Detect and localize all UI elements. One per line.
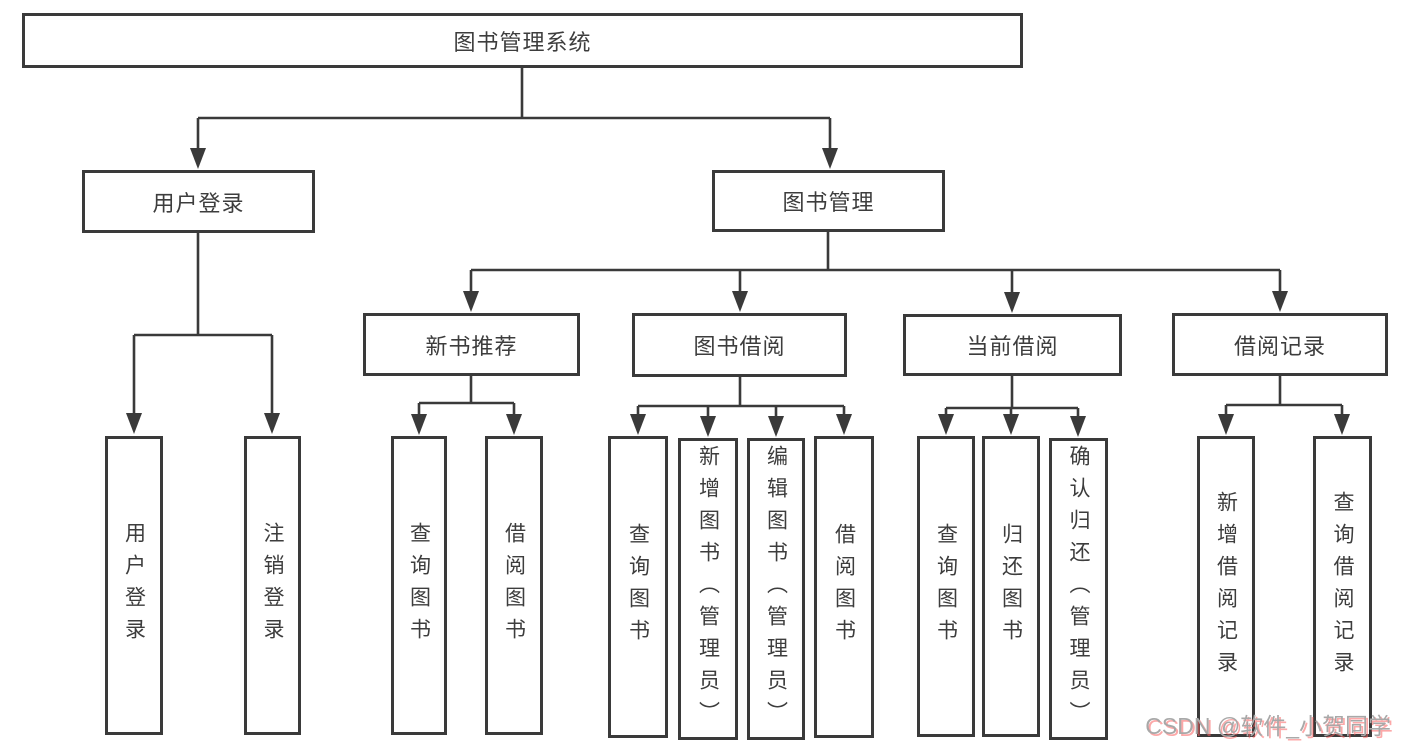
node-book-borrowing: 图书借阅	[632, 313, 847, 377]
arrowhead-icon	[836, 414, 852, 435]
leaf-borrow-edit-books-admin: 编辑图书（管理员）	[747, 438, 805, 740]
node-current-borrowing: 当前借阅	[903, 314, 1122, 376]
leaf-records-add-record: 新增借阅记录	[1197, 436, 1255, 737]
arrowhead-icon	[1003, 414, 1019, 435]
arrowhead-icon	[506, 414, 522, 435]
leaf-current-confirm-return-admin-label: 确认归还（管理员）	[1067, 445, 1090, 733]
leaf-logout-login-label: 注销登录	[261, 521, 284, 650]
node-library-management-system-label: 图书管理系统	[453, 29, 592, 55]
leaf-current-query-books: 查询图书	[917, 436, 975, 737]
leaf-current-return-books: 归还图书	[982, 436, 1040, 737]
leaf-user-login-label: 用户登录	[122, 521, 146, 650]
leaf-current-confirm-return-admin: 确认归还（管理员）	[1049, 438, 1108, 740]
leaf-borrow-borrow-books-label: 借阅图书	[832, 523, 856, 651]
arrowhead-icon	[190, 148, 206, 169]
leaf-borrow-edit-books-admin-label: 编辑图书（管理员）	[764, 445, 788, 733]
arrowhead-icon	[1272, 291, 1288, 312]
leaf-records-query-record-label: 查询借阅记录	[1331, 490, 1354, 683]
leaf-newrec-borrow-books-label: 借阅图书	[502, 521, 526, 650]
leaf-borrow-query-books-label: 查询图书	[626, 523, 650, 651]
node-library-management-system: 图书管理系统	[22, 13, 1023, 68]
arrowhead-icon	[822, 148, 838, 169]
node-user-login: 用户登录	[82, 170, 315, 233]
leaf-user-login: 用户登录	[105, 436, 163, 735]
arrowhead-icon	[630, 414, 646, 435]
node-borrowing-records-label: 借阅记录	[1233, 333, 1326, 359]
leaf-records-add-record-label: 新增借阅记录	[1214, 490, 1238, 683]
arrowhead-icon	[1218, 414, 1234, 435]
watermark: CSDN @软件_小贺同学	[1145, 713, 1391, 739]
leaf-borrow-add-books-admin-label: 新增图书（管理员）	[696, 445, 720, 733]
arrowhead-icon	[264, 413, 280, 434]
arrowhead-icon	[463, 291, 479, 312]
leaf-current-return-books-label: 归还图书	[999, 522, 1023, 651]
arrowhead-icon	[126, 413, 142, 434]
arrowhead-icon	[938, 414, 954, 435]
arrowhead-icon	[700, 416, 716, 437]
leaf-records-query-record: 查询借阅记录	[1313, 436, 1372, 737]
leaf-newrec-borrow-books: 借阅图书	[485, 436, 543, 735]
arrowhead-icon	[1004, 292, 1020, 313]
leaf-newrec-query-books-label: 查询图书	[407, 521, 431, 650]
node-book-management-label: 图书管理	[782, 190, 875, 215]
leaf-logout-login: 注销登录	[244, 436, 301, 735]
arrowhead-icon	[732, 291, 748, 312]
node-borrowing-records: 借阅记录	[1172, 313, 1388, 376]
node-current-borrowing-label: 当前借阅	[966, 334, 1059, 359]
leaf-borrow-borrow-books: 借阅图书	[814, 436, 874, 738]
arrowhead-icon	[768, 416, 784, 437]
node-new-book-recommendation: 新书推荐	[363, 313, 580, 376]
arrowhead-icon	[1334, 414, 1350, 435]
node-new-book-recommendation-label: 新书推荐	[425, 333, 518, 359]
node-book-borrowing-label: 图书借阅	[693, 334, 786, 359]
leaf-newrec-query-books: 查询图书	[391, 436, 447, 735]
node-book-management: 图书管理	[712, 170, 945, 232]
arrowhead-icon	[1070, 416, 1086, 437]
arrowhead-icon	[411, 414, 427, 435]
leaf-borrow-add-books-admin: 新增图书（管理员）	[678, 438, 738, 740]
leaf-current-query-books-label: 查询图书	[934, 522, 958, 651]
node-user-login-label: 用户登录	[152, 190, 245, 216]
leaf-borrow-query-books: 查询图书	[608, 436, 668, 738]
